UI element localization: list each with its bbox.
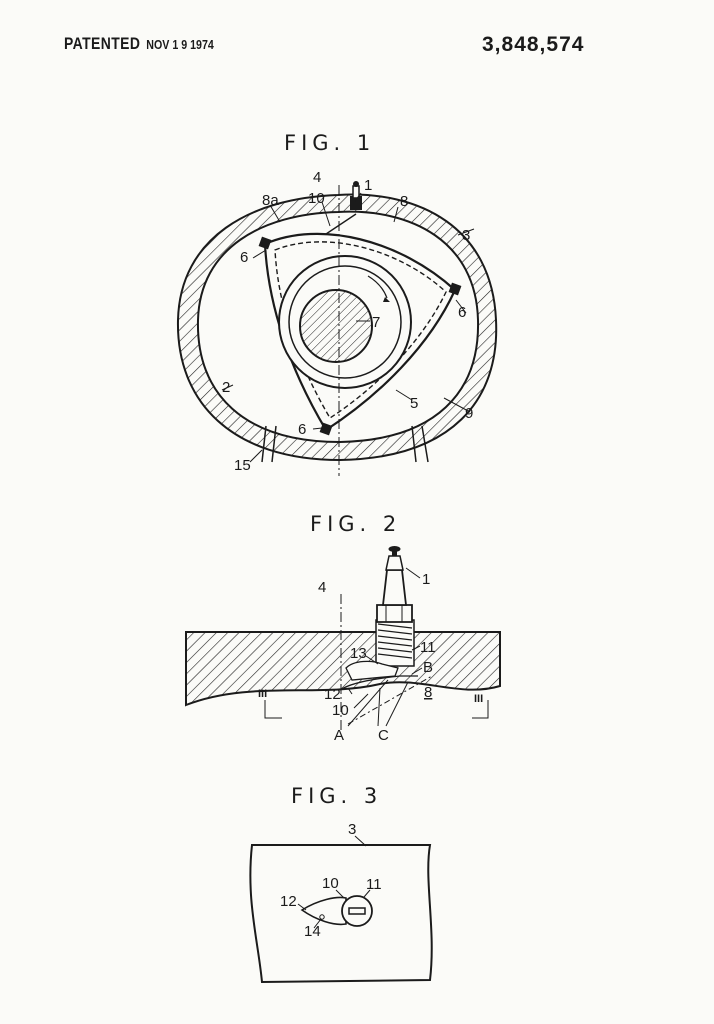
ref-11-fig3: 11 (366, 876, 382, 893)
patented-label: PATENTED (64, 34, 141, 53)
spark-plug-fig2 (376, 546, 413, 623)
ref-7-fig1: 7 (372, 314, 380, 331)
ref-11-fig2: 11 (420, 639, 436, 656)
ref-3-fig3: 3 (348, 821, 356, 838)
ref-10-fig1: 10 (308, 190, 325, 207)
ref-2-fig1: 2 (222, 379, 230, 396)
ref-C-fig2: C (378, 727, 389, 744)
ref-8a-fig1: 8a (262, 192, 279, 209)
ref-5-fig1: 5 (410, 395, 418, 412)
patent-number: 3,848,574 (482, 33, 585, 56)
ref-3-fig1: 3 (462, 227, 470, 244)
ref-4-fig2: 4 (318, 579, 326, 596)
rotor-housing (176, 193, 498, 462)
ref-10-fig2: 10 (332, 702, 349, 719)
ref-1-fig1: 1 (364, 177, 372, 194)
section-mark-III-right: III (474, 693, 483, 705)
ref-8-fig1: 8 (400, 193, 408, 210)
fig-3-drawing: 3 10 11 12 14 (249, 821, 433, 984)
ref-12-fig3: 12 (280, 893, 297, 910)
fig-1-drawing: 4 1 10 8a 8 3 6 6 7 2 5 9 6 15 (176, 169, 498, 476)
ref-6c-fig1: 6 (298, 421, 306, 438)
fig-3-title: FIG. 3 (291, 784, 383, 808)
ref-10-fig3: 10 (322, 875, 339, 892)
ref-1-fig2: 1 (422, 571, 430, 588)
ref-4-fig1: 4 (313, 169, 321, 186)
ref-14-fig3: 14 (304, 923, 321, 940)
ref-A-fig2: A (334, 727, 344, 744)
ref-12-fig2: 12 (324, 686, 341, 703)
patented-stamp: PATENTED NOV 1 9 1974 (64, 34, 214, 54)
fig-2-title: FIG. 2 (310, 512, 402, 536)
ref-13-fig2: 13 (350, 645, 367, 662)
ref-9-fig1: 9 (465, 405, 473, 422)
ref-B-fig2: B (423, 659, 433, 676)
fig-1-title: FIG. 1 (284, 131, 376, 155)
eccentric-shaft (299, 289, 373, 363)
patented-date: NOV 1 9 1974 (146, 37, 214, 52)
ref-6b-fig1: 6 (458, 304, 466, 321)
fig-2-drawing: 1 4 13 11 B 12 8 10 A C III III (185, 546, 501, 744)
section-mark-III-left: III (258, 688, 267, 700)
ref-15-fig1: 15 (234, 457, 251, 474)
ref-8-fig2: 8 (424, 684, 432, 701)
ref-6a-fig1: 6 (240, 249, 248, 266)
spark-plug-fig1 (350, 181, 362, 210)
housing-section (185, 631, 501, 707)
